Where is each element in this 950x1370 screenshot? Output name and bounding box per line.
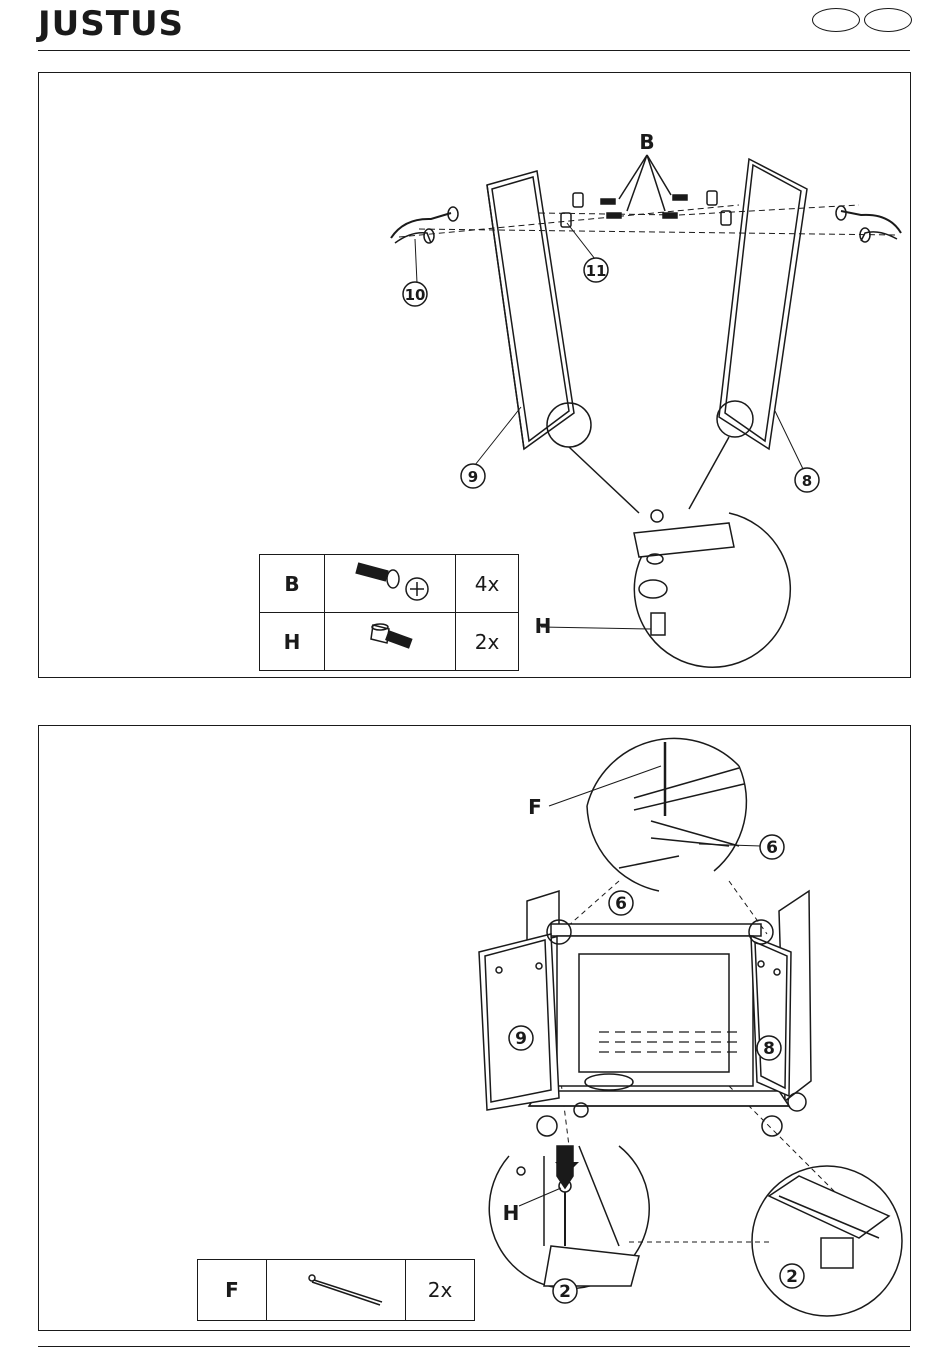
table-row: B 4x bbox=[260, 555, 519, 613]
callout-h: H bbox=[535, 614, 552, 638]
language-ovals bbox=[808, 8, 912, 36]
table-row: H 2x bbox=[260, 613, 519, 671]
parts-table-step-1: B 4x H bbox=[259, 554, 519, 671]
part-number-2: 2 bbox=[559, 1282, 571, 1302]
part-number-9: 9 bbox=[468, 468, 478, 486]
left-side-panel bbox=[487, 171, 574, 449]
step-2-illustration: 6 6 9 8 2 2 F H bbox=[39, 726, 912, 1332]
part-number-8: 8 bbox=[802, 472, 812, 490]
part-number-11: 11 bbox=[586, 262, 607, 280]
hinge-pin-icon bbox=[267, 1260, 406, 1321]
brand-logo: JUSTUS bbox=[38, 4, 184, 44]
part-code: B bbox=[260, 555, 325, 613]
part-number-8: 8 bbox=[763, 1039, 775, 1059]
part-number-6: 6 bbox=[766, 838, 778, 858]
part-quantity: 2x bbox=[406, 1260, 475, 1321]
right-handle bbox=[836, 206, 901, 242]
assembly-step-2-panel: 6 6 9 8 2 2 F H F 2x bbox=[38, 725, 911, 1331]
bolt-with-phillips-head-icon bbox=[325, 555, 456, 613]
spacers-and-bolts bbox=[561, 191, 731, 227]
left-handle bbox=[391, 207, 458, 243]
callout-b: B bbox=[639, 130, 654, 154]
callout-h: H bbox=[503, 1201, 520, 1225]
top-hinge-detail bbox=[549, 738, 761, 891]
header-rule bbox=[38, 50, 910, 51]
part-quantity: 2x bbox=[456, 613, 519, 671]
part-number-9: 9 bbox=[515, 1029, 527, 1049]
right-side-panel bbox=[719, 159, 807, 449]
oval-badge-2 bbox=[864, 8, 912, 32]
table-row: F 2x bbox=[198, 1260, 475, 1321]
assembly-step-1-panel: 10 11 9 8 B H B 4x bbox=[38, 72, 911, 678]
oval-badge-1 bbox=[812, 8, 860, 32]
part-number-10: 10 bbox=[405, 286, 426, 304]
footer-rule bbox=[38, 1346, 910, 1347]
leveling-foot-detail bbox=[541, 510, 790, 667]
callout-f: F bbox=[528, 795, 542, 819]
left-door bbox=[479, 934, 559, 1110]
part-code: H bbox=[260, 613, 325, 671]
part-number-6: 6 bbox=[615, 894, 627, 914]
right-door bbox=[751, 936, 791, 1096]
part-number-2: 2 bbox=[786, 1267, 798, 1287]
bottom-corner-detail bbox=[752, 1166, 902, 1316]
parts-table-step-2: F 2x bbox=[197, 1259, 475, 1321]
leveling-foot-icon bbox=[325, 613, 456, 671]
part-quantity: 4x bbox=[456, 555, 519, 613]
part-code: F bbox=[198, 1260, 267, 1321]
